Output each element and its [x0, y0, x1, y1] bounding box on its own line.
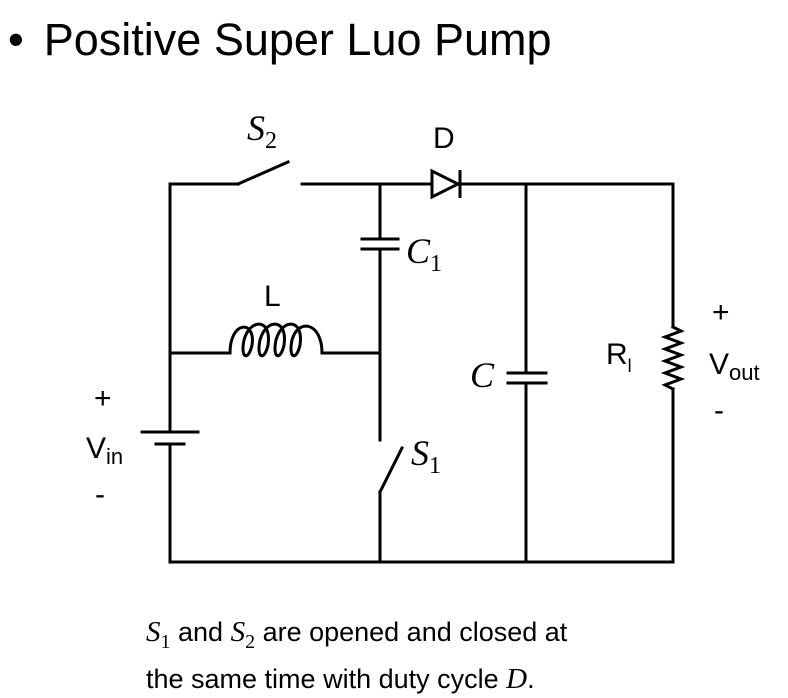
bullet-icon: • — [8, 14, 24, 65]
caption-line1-rest: are opened and closed at — [255, 617, 568, 647]
slide-title: • Positive Super Luo Pump — [8, 14, 552, 66]
label-vout-minus: - — [714, 394, 724, 427]
label-diode: D — [433, 122, 455, 155]
label-inductor: L — [264, 280, 281, 313]
label-c: C — [470, 355, 495, 395]
diode-d — [430, 168, 462, 200]
label-s2: S2 — [247, 108, 277, 154]
caption-and: and — [170, 617, 231, 647]
caption-line-1: S1 and S2 are opened and closed at — [146, 614, 567, 661]
label-vin-minus: - — [95, 478, 105, 511]
caption-line2-prefix: the same time with duty cycle — [146, 663, 507, 694]
caption-s1: S1 — [146, 616, 171, 653]
label-vout-plus: + — [712, 296, 730, 329]
caption-s2: S2 — [230, 616, 256, 653]
resistor-rl — [660, 324, 686, 392]
label-rl: Rl — [606, 338, 632, 376]
inductor-l — [228, 322, 324, 358]
title-text: Positive Super Luo Pump — [43, 14, 552, 65]
switch-s2 — [236, 160, 290, 186]
caption-period: . — [527, 663, 535, 694]
label-vout: Vout — [709, 348, 760, 385]
label-vin-plus: + — [94, 382, 112, 415]
caption: S1 and S2 are opened and closed at the s… — [146, 614, 567, 698]
caption-line-2: the same time with duty cycle D. — [146, 661, 567, 698]
label-s1: S1 — [411, 433, 441, 479]
switch-s1 — [377, 445, 405, 495]
label-c1: C1 — [406, 231, 442, 277]
label-vin: Vin — [86, 432, 123, 469]
caption-d: D — [506, 662, 528, 695]
